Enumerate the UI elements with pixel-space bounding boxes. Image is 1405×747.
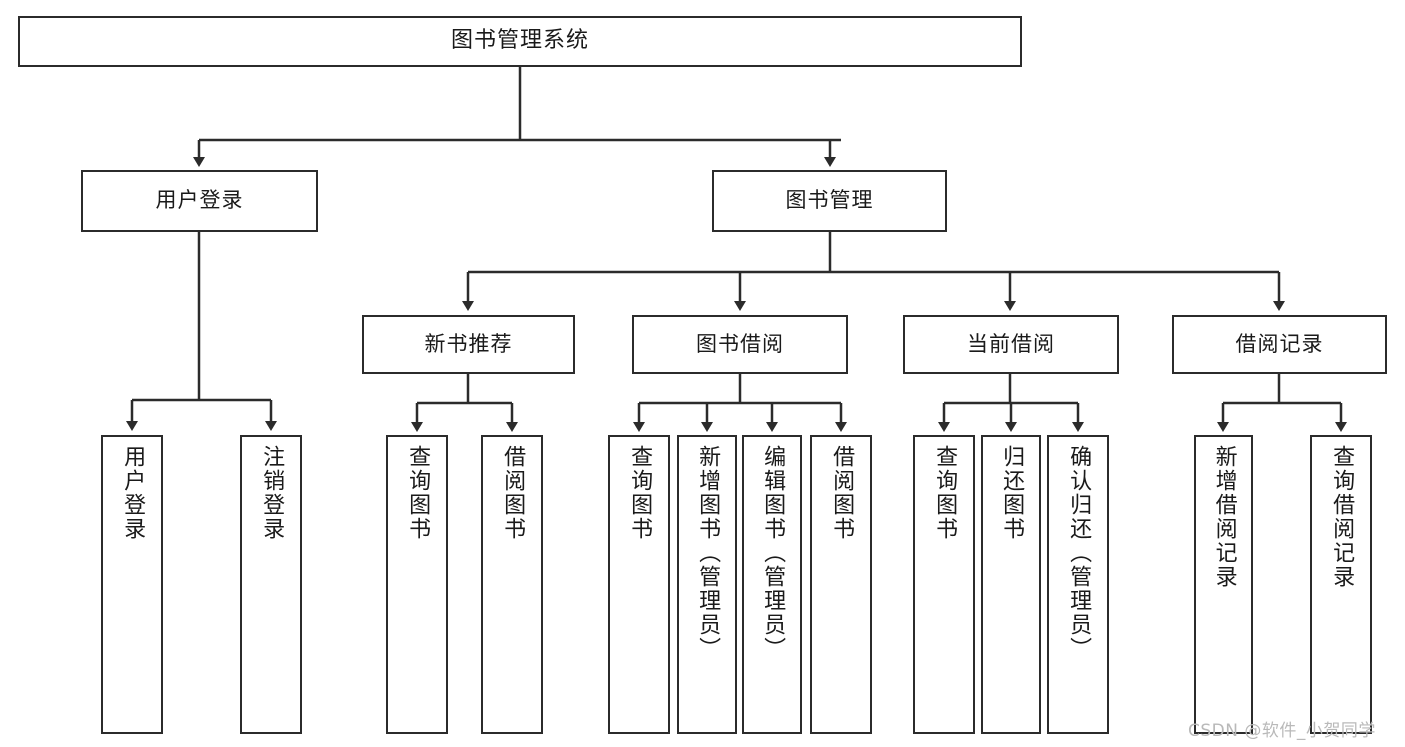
leaf-current-query-book[interactable]: 查询图书 <box>913 435 975 734</box>
node-label: 查询图书 <box>627 445 653 541</box>
node-label: 新增借阅记录 <box>1211 445 1237 589</box>
node-label: 查询图书 <box>932 445 958 541</box>
watermark: CSDN @软件_小贺同学 <box>1188 721 1376 741</box>
leaf-borrow-borrow-book[interactable]: 借阅图书 <box>810 435 872 734</box>
node-label: 借阅记录 <box>1235 331 1324 356</box>
node-label: 归还图书 <box>999 445 1025 541</box>
node-label: 新书推荐 <box>424 331 513 356</box>
node-label: 图书借阅 <box>696 331 784 356</box>
leaf-current-return-book[interactable]: 归还图书 <box>981 435 1041 734</box>
node-new-book-recommend[interactable]: 新书推荐 <box>362 315 575 374</box>
node-label: 确认归还（管理员） <box>1066 445 1092 661</box>
node-label: 用户登录 <box>120 445 146 541</box>
node-label: 查询图书 <box>405 445 431 541</box>
leaf-user-login-login[interactable]: 用户登录 <box>101 435 163 734</box>
node-label: 图书管理系统 <box>450 28 589 54</box>
node-current-borrow[interactable]: 当前借阅 <box>903 315 1119 374</box>
node-label: 当前借阅 <box>967 331 1055 356</box>
node-book-borrow[interactable]: 图书借阅 <box>632 315 848 374</box>
node-label: 用户登录 <box>155 188 244 213</box>
node-book-management[interactable]: 图书管理 <box>712 170 947 232</box>
leaf-borrow-edit-book-admin[interactable]: 编辑图书（管理员） <box>742 435 802 734</box>
node-label: 查询借阅记录 <box>1329 445 1355 589</box>
leaf-borrow-add-book-admin[interactable]: 新增图书（管理员） <box>677 435 737 734</box>
leaf-record-query-borrow-record[interactable]: 查询借阅记录 <box>1310 435 1372 734</box>
node-label: 新增图书（管理员） <box>695 445 721 661</box>
node-borrow-record[interactable]: 借阅记录 <box>1172 315 1387 374</box>
node-label: 图书管理 <box>785 188 874 213</box>
leaf-record-add-borrow-record[interactable]: 新增借阅记录 <box>1194 435 1253 734</box>
node-label: 借阅图书 <box>829 445 855 541</box>
node-root-book-management-system[interactable]: 图书管理系统 <box>18 16 1022 67</box>
leaf-current-confirm-return-admin[interactable]: 确认归还（管理员） <box>1047 435 1109 734</box>
node-label: 注销登录 <box>259 445 285 541</box>
leaf-borrow-query-book[interactable]: 查询图书 <box>608 435 670 734</box>
leaf-user-login-logout[interactable]: 注销登录 <box>240 435 302 734</box>
node-user-login[interactable]: 用户登录 <box>81 170 318 232</box>
node-label: 编辑图书（管理员） <box>760 445 786 661</box>
leaf-recommend-query-book[interactable]: 查询图书 <box>386 435 448 734</box>
node-label: 借阅图书 <box>500 445 526 541</box>
leaf-recommend-borrow-book[interactable]: 借阅图书 <box>481 435 543 734</box>
